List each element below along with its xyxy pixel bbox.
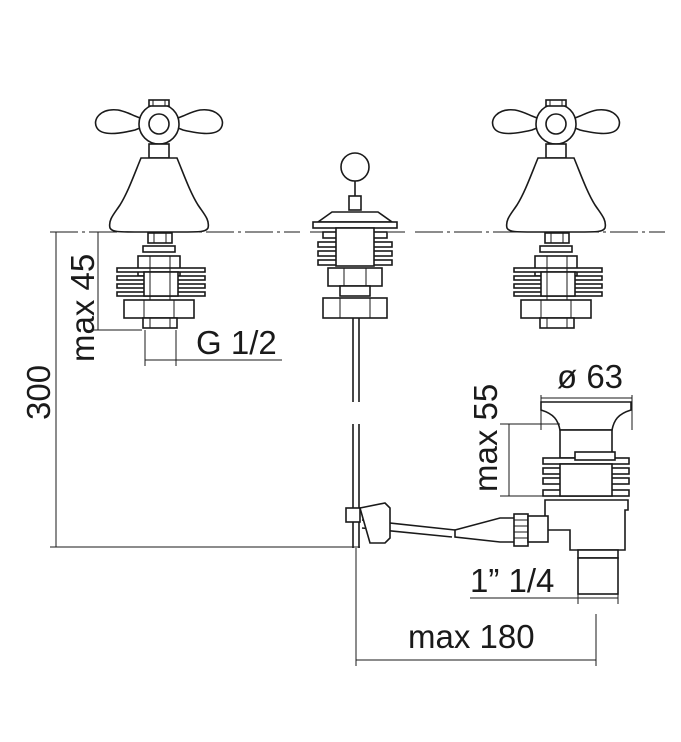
dimension-300: 300 xyxy=(20,232,360,548)
dimension-diameter-63: ø 63 xyxy=(540,358,633,430)
right-tap-icon xyxy=(491,99,621,329)
label-thread-1-1-4: 1” 1/4 xyxy=(470,562,554,599)
dimension-max-45: max 45 xyxy=(64,232,142,362)
pop-up-waste-icon xyxy=(345,401,632,595)
pop-up-lever-icon xyxy=(312,152,398,548)
dimension-max-55: max 55 xyxy=(467,384,560,497)
label-max-45: max 45 xyxy=(64,254,101,362)
label-diameter-63: ø 63 xyxy=(557,358,623,395)
dimension-max-180: max 180 xyxy=(355,548,597,666)
label-max-180: max 180 xyxy=(408,618,535,655)
dimension-thread-1-1-4: 1” 1/4 xyxy=(470,560,619,604)
label-g-1-2: G 1/2 xyxy=(196,324,277,361)
dimension-g-1-2: G 1/2 xyxy=(144,324,282,366)
label-300: 300 xyxy=(20,365,57,420)
label-max-55: max 55 xyxy=(467,384,504,492)
left-tap-icon xyxy=(94,99,224,329)
